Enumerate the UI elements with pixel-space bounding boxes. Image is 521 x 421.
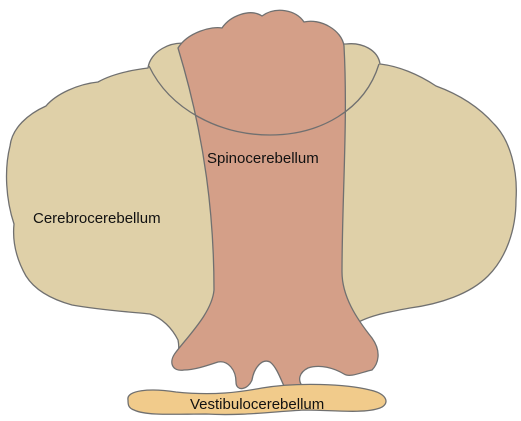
vestibulocerebellum-label: Vestibulocerebellum — [190, 397, 324, 412]
spinocerebellum-label: Spinocerebellum — [207, 151, 319, 166]
cerebrocerebellum-label: Cerebrocerebellum — [33, 211, 161, 226]
